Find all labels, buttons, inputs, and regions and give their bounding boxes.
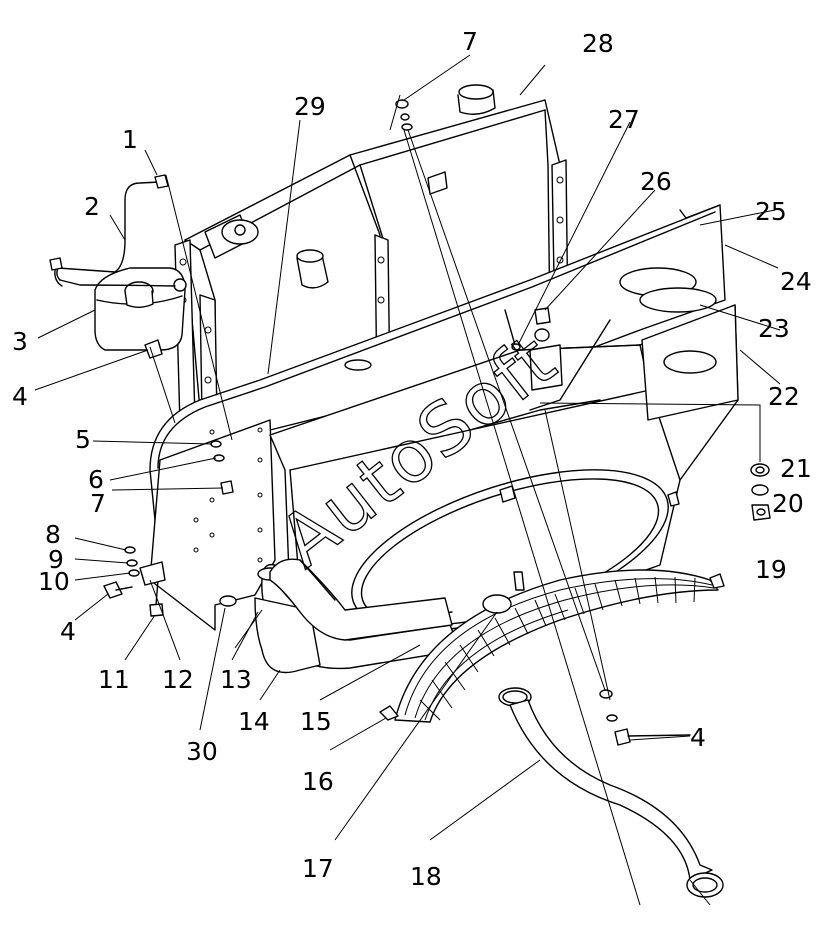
callout-24: 24: [780, 267, 812, 296]
callout-8: 8: [45, 520, 61, 549]
callout-30: 30: [186, 737, 218, 766]
callout-5: 5: [75, 425, 91, 454]
callout-22: 22: [768, 382, 800, 411]
callout-2: 2: [84, 192, 100, 221]
fan-guard: [379, 569, 725, 723]
callout-15: 15: [300, 707, 332, 736]
callout-27: 27: [608, 105, 640, 134]
callout-21: 21: [780, 454, 812, 483]
callout-26: 26: [640, 167, 672, 196]
callout-28: 28: [582, 29, 614, 58]
callout-7-left: 7: [90, 489, 106, 518]
callout-4-left-bottom: 4: [60, 617, 76, 646]
leader-lines: [34, 54, 781, 906]
callout-19: 19: [755, 555, 787, 584]
callout-16: 16: [302, 767, 334, 796]
callout-23: 23: [758, 314, 790, 343]
upper-hose: [269, 558, 453, 641]
callout-20: 20: [772, 489, 804, 518]
callout-25: 25: [755, 197, 787, 226]
callout-3: 3: [12, 327, 28, 356]
callout-10: 10: [38, 567, 70, 596]
callout-6: 6: [88, 465, 104, 494]
fasteners: [103, 99, 771, 746]
callout-14: 14: [238, 707, 270, 736]
callout-18: 18: [410, 862, 442, 891]
callout-12: 12: [162, 665, 194, 694]
callout-9: 9: [48, 545, 64, 574]
lower-mount-plate: [149, 419, 276, 631]
callout-1: 1: [122, 125, 138, 154]
callout-labels: 1 2 3 4 4 4 5 6 7 7 8 9 10 11 12 13 14 1…: [12, 27, 812, 891]
callout-17: 17: [302, 854, 334, 883]
callout-4-left-top: 4: [12, 382, 28, 411]
lower-pipe: [482, 594, 724, 898]
callout-29: 29: [294, 92, 326, 121]
expansion-tank: [49, 174, 187, 359]
callout-11: 11: [98, 665, 130, 694]
callout-7-top: 7: [462, 27, 478, 56]
callout-13: 13: [220, 665, 252, 694]
callout-4-right: 4: [690, 723, 706, 752]
